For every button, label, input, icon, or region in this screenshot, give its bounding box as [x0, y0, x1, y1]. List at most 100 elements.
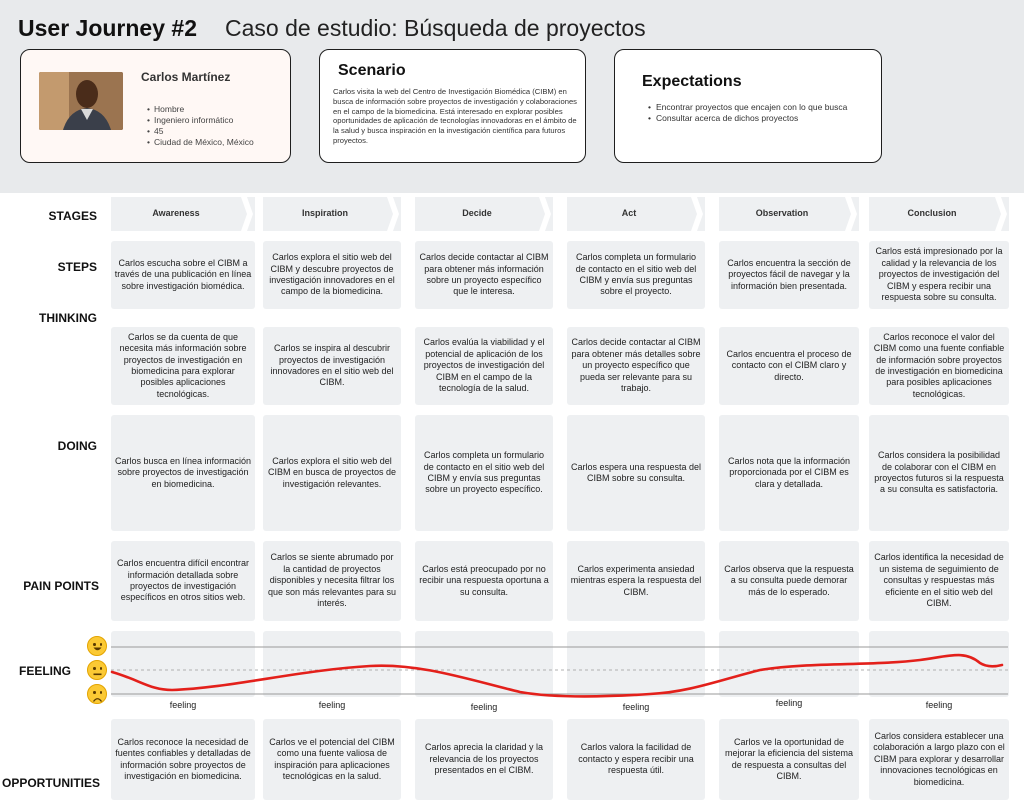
persona-photo — [39, 72, 123, 130]
expectations-card: Expectations Encontrar proyectos que enc… — [614, 49, 882, 163]
pain-point-cell-text: Carlos está preocupado por no recibir un… — [419, 563, 549, 597]
doing-cell-text: Carlos considera la posibilidad de colab… — [874, 450, 1004, 495]
step-cell: Carlos escucha sobre el CIBM a través de… — [111, 241, 255, 309]
persona-name: Carlos Martínez — [141, 70, 231, 84]
thinking-cell-text: Carlos se inspira al descubrir proyectos… — [270, 343, 394, 388]
step-cell-text: Carlos explora el sitio web del CIBM y d… — [269, 252, 395, 297]
chevron-right-icon — [387, 197, 399, 231]
doing-cell-text: Carlos busca en línea información sobre … — [114, 455, 252, 489]
persona-detail: 45 — [147, 126, 254, 137]
pain-point-cell-text: Carlos se siente abrumado por la cantida… — [267, 552, 397, 609]
doing-cell: Carlos busca en línea información sobre … — [111, 415, 255, 531]
opportunity-cell: Carlos ve la oportunidad de mejorar la e… — [719, 719, 859, 800]
step-cell: Carlos encuentra la sección de proyectos… — [719, 241, 859, 309]
thinking-cell: Carlos se inspira al descubrir proyectos… — [263, 327, 401, 405]
row-label-steps: STEPS — [57, 260, 97, 274]
stage-5: Conclusion — [869, 197, 1009, 231]
stage-1: Inspiration — [263, 197, 401, 231]
stage-0: Awareness — [111, 197, 255, 231]
thinking-cell-text: Carlos decide contactar al CIBM para obt… — [571, 337, 701, 394]
step-cell: Carlos completa un formulario de contact… — [567, 241, 705, 309]
pain-point-cell: Carlos experimenta ansiedad mientras esp… — [567, 541, 705, 621]
feeling-label: feeling — [470, 702, 498, 712]
feeling-cell — [869, 631, 1009, 697]
opportunity-cell: Carlos reconoce la necesidad de fuentes … — [111, 719, 255, 800]
thinking-cell-text: Carlos reconoce el valor del CIBM como u… — [873, 331, 1005, 399]
thinking-cell: Carlos decide contactar al CIBM para obt… — [567, 327, 705, 405]
feeling-label: feeling — [169, 700, 197, 710]
row-label-pain-points: PAIN POINTS — [23, 579, 99, 593]
opportunity-cell-text: Carlos ve el potencial del CIBM como una… — [269, 736, 395, 781]
expectations-list: Encontrar proyectos que encajen con lo q… — [648, 102, 868, 124]
row-label-opportunities: OPPORTUNITIES — [1, 776, 100, 790]
feeling-curve — [110, 653, 1004, 698]
thinking-cell-text: Carlos evalúa la viabilidad y el potenci… — [423, 337, 545, 394]
step-cell: Carlos está impresionado por la calidad … — [869, 241, 1009, 309]
persona-detail: Hombre — [147, 104, 254, 115]
pain-point-cell: Carlos identifica la necesidad de un sis… — [869, 541, 1009, 621]
pain-point-cell: Carlos está preocupado por no recibir un… — [415, 541, 553, 621]
step-cell: Carlos decide contactar al CIBM para obt… — [415, 241, 553, 309]
doing-cell: Carlos considera la posibilidad de colab… — [869, 415, 1009, 531]
feeling-cell — [415, 631, 553, 697]
pain-point-cell: Carlos encuentra difícil encontrar infor… — [111, 541, 255, 621]
doing-cell: Carlos completa un formulario de contact… — [415, 415, 553, 531]
feeling-cell — [263, 631, 401, 697]
stage-label: Act — [621, 208, 637, 218]
step-cell-text: Carlos completa un formulario de contact… — [575, 252, 697, 297]
thinking-cell: Carlos evalúa la viabilidad y el potenci… — [415, 327, 553, 405]
feeling-label: feeling — [925, 700, 953, 710]
page-title: User Journey #2 — [18, 15, 197, 41]
opportunity-cell-text: Carlos aprecia la claridad y la relevanc… — [424, 742, 544, 776]
expectations-heading: Expectations — [642, 73, 742, 90]
feeling-label: feeling — [775, 698, 803, 708]
doing-cell-text: Carlos completa un formulario de contact… — [423, 450, 545, 495]
doing-cell-text: Carlos nota que la información proporcio… — [727, 455, 851, 489]
persona-details: Hombre Ingeniero informático 45 Ciudad d… — [147, 104, 254, 148]
neutral-face-icon — [87, 660, 107, 680]
opportunity-cell-text: Carlos ve la oportunidad de mejorar la e… — [724, 736, 854, 781]
persona-detail: Ciudad de México, México — [147, 137, 254, 148]
thinking-cell-text: Carlos se da cuenta de que necesita más … — [119, 331, 247, 399]
doing-cell: Carlos espera una respuesta del CIBM sob… — [567, 415, 705, 531]
stage-label: Inspiration — [301, 208, 348, 218]
row-label-doing: DOING — [57, 439, 97, 453]
pain-point-cell-text: Carlos identifica la necesidad de un sis… — [874, 552, 1004, 609]
chevron-right-icon — [691, 197, 703, 231]
feeling-cell — [111, 631, 255, 697]
row-label-feeling: FEELING — [18, 664, 71, 678]
stage-label: Conclusion — [907, 208, 957, 218]
page-subtitle: Caso de estudio: Búsqueda de proyectos — [225, 15, 646, 41]
chevron-right-icon — [845, 197, 857, 231]
opportunity-cell: Carlos considera establecer una colabora… — [869, 719, 1009, 800]
thinking-cell-text: Carlos encuentra el proceso de contacto … — [726, 348, 852, 382]
step-cell: Carlos explora el sitio web del CIBM y d… — [263, 241, 401, 309]
opportunity-cell: Carlos valora la facilidad de contacto y… — [567, 719, 705, 800]
opportunity-cell-text: Carlos reconoce la necesidad de fuentes … — [115, 736, 251, 781]
pain-point-cell: Carlos se siente abrumado por la cantida… — [263, 541, 401, 621]
doing-cell-text: Carlos explora el sitio web del CIBM en … — [267, 455, 397, 489]
expectation-item: Consultar acerca de dichos proyectos — [648, 113, 868, 124]
scenario-text: Carlos visita la web del Centro de Inves… — [333, 87, 577, 145]
stage-4: Observation — [719, 197, 859, 231]
pain-point-cell-text: Carlos encuentra difícil encontrar infor… — [116, 558, 250, 603]
thinking-cell: Carlos encuentra el proceso de contacto … — [719, 327, 859, 405]
scenario-card: Scenario Carlos visita la web del Centro… — [319, 49, 586, 163]
stage-label: Awareness — [152, 208, 200, 218]
scenario-heading: Scenario — [338, 62, 406, 79]
stage-label: Decide — [462, 208, 492, 218]
pain-point-cell-text: Carlos observa que la respuesta a su con… — [724, 563, 854, 597]
opportunity-cell-text: Carlos considera establecer una colabora… — [873, 730, 1005, 787]
stage-2: Decide — [415, 197, 553, 231]
thinking-cell: Carlos se da cuenta de que necesita más … — [111, 327, 255, 405]
step-cell-text: Carlos decide contactar al CIBM para obt… — [419, 252, 549, 297]
doing-cell: Carlos nota que la información proporcio… — [719, 415, 859, 531]
chevron-right-icon — [995, 197, 1007, 231]
happy-face-icon — [87, 636, 107, 656]
thinking-cell: Carlos reconoce el valor del CIBM como u… — [869, 327, 1009, 405]
persona-card: Carlos Martínez Hombre Ingeniero informá… — [20, 49, 291, 163]
opportunity-cell: Carlos ve el potencial del CIBM como una… — [263, 719, 401, 800]
persona-detail: Ingeniero informático — [147, 115, 254, 126]
